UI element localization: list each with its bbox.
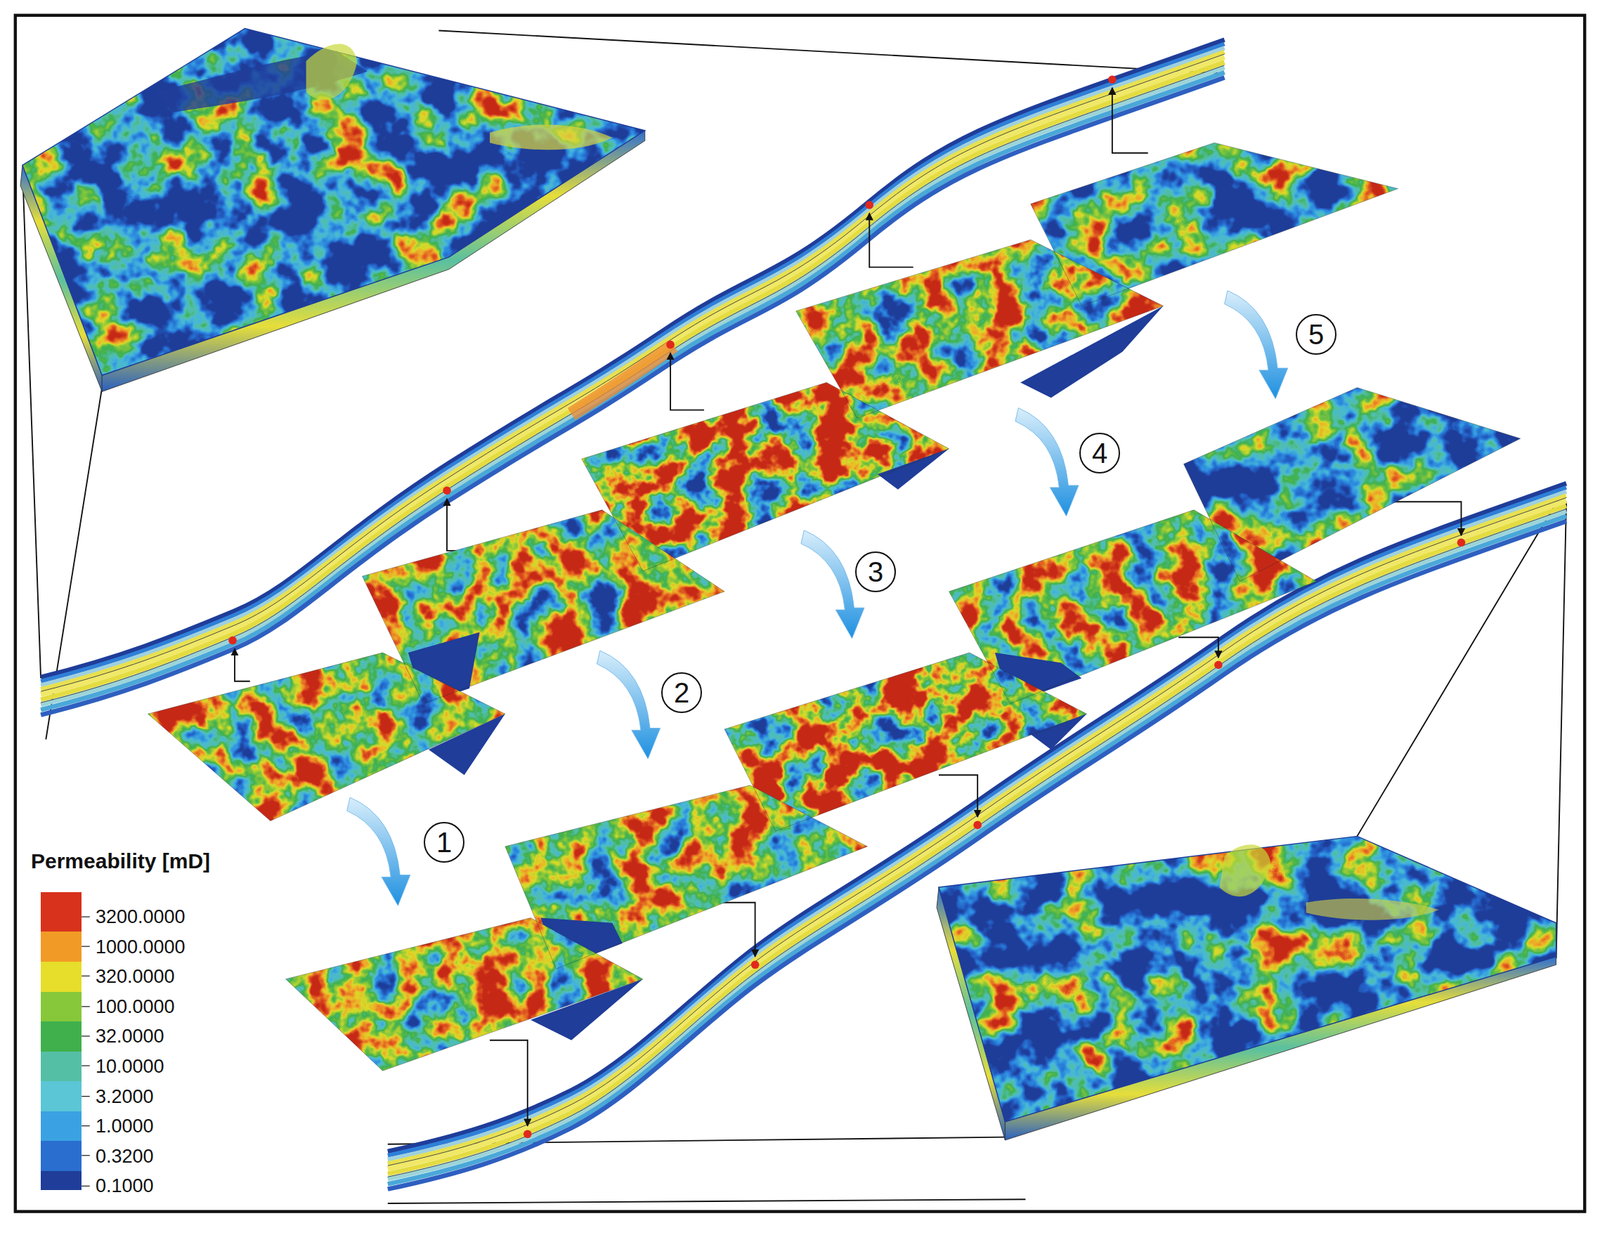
- legend-swatch: [40, 892, 82, 934]
- callout-number: 3: [855, 551, 896, 593]
- legend-swatch: [40, 1081, 82, 1113]
- legend-label: 1.0000: [95, 1115, 154, 1137]
- legend-label: 32.0000: [95, 1025, 165, 1047]
- legend-swatch: [40, 961, 82, 993]
- legend-label: 100.0000: [95, 996, 175, 1018]
- legend-swatch: [40, 1141, 82, 1173]
- callout-number: 2: [661, 672, 702, 714]
- legend-label: 3.2000: [95, 1086, 154, 1108]
- legend-title: Permeability [mD]: [30, 849, 211, 874]
- legend-swatch: [40, 931, 82, 963]
- legend-swatch: [40, 1171, 82, 1191]
- legend-label: 0.3200: [95, 1146, 154, 1168]
- callout-number: 1: [423, 822, 465, 863]
- legend-swatch: [40, 1021, 82, 1053]
- legend-label: 10.0000: [95, 1056, 165, 1078]
- legend-label: 1000.0000: [95, 936, 186, 958]
- legend-label: 3200.0000: [95, 906, 186, 928]
- callout-number: 5: [1295, 314, 1337, 355]
- legend-label: 320.0000: [95, 966, 175, 988]
- legend-swatch: [40, 992, 82, 1024]
- callout-number: 4: [1079, 432, 1121, 474]
- legend-label: 0.1000: [95, 1175, 154, 1197]
- legend-swatch: [40, 1051, 82, 1083]
- legend-swatch: [40, 1111, 82, 1143]
